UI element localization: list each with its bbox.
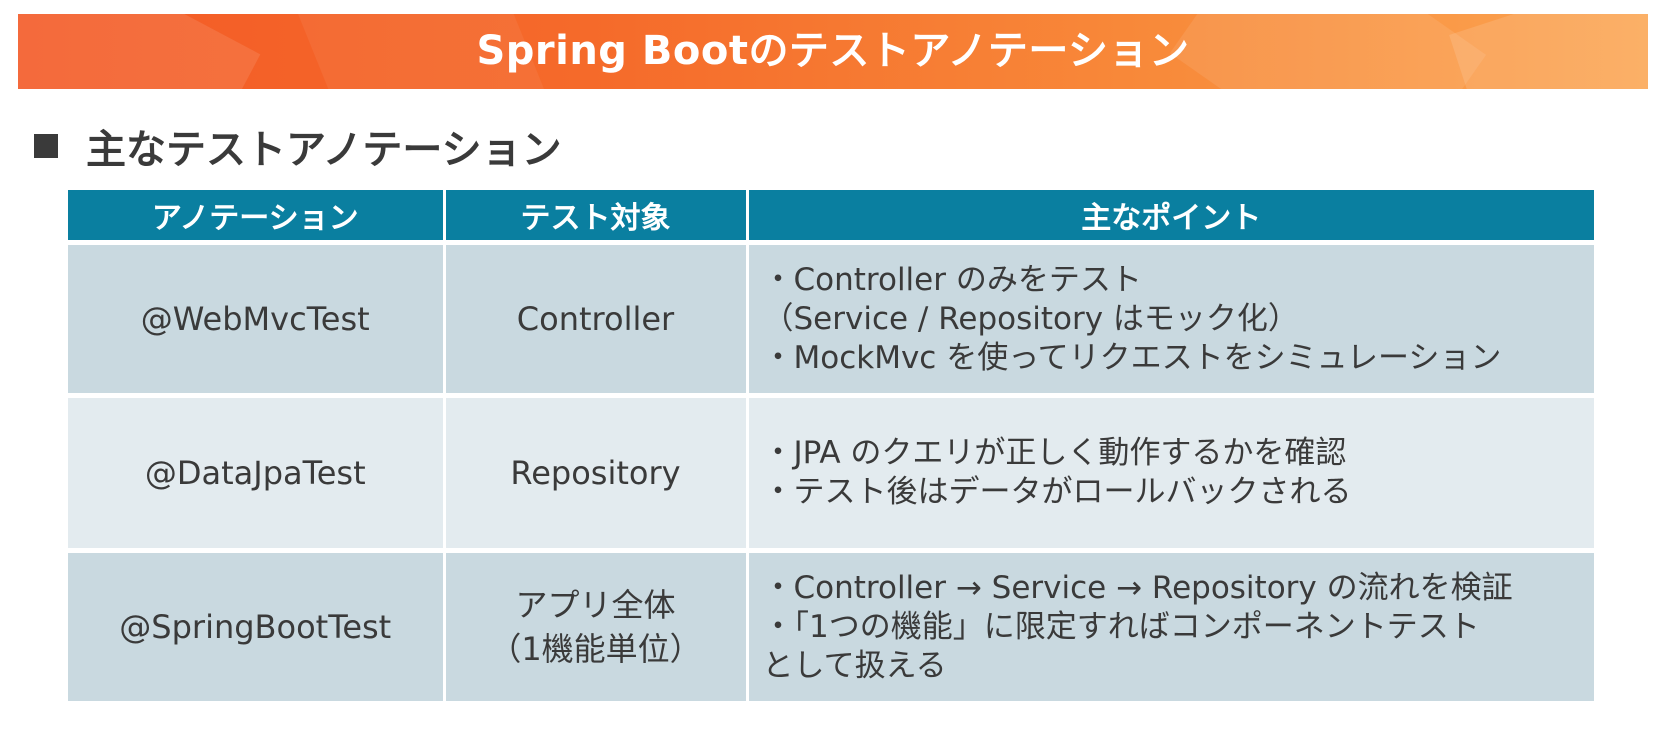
target-text: Repository — [510, 454, 681, 492]
header-points: 主なポイント — [747, 190, 1594, 243]
target-text: Controller — [516, 300, 675, 338]
points-cell: ・Controller のみをテスト （Service / Repository… — [747, 240, 1594, 396]
points-cell: ・Controller → Service → Repository の流れを検… — [747, 548, 1594, 701]
point-line: ・MockMvc を使ってリクエストをシミュレーション — [762, 339, 1502, 376]
point-line: （Service / Repository はモック化） — [762, 300, 1299, 337]
point-line: ・Controller のみをテスト — [762, 261, 1142, 298]
square-bullet-icon — [34, 134, 58, 158]
points-cell: ・JPA のクエリが正しく動作するかを確認 ・テスト後はデータがロールバックされ… — [747, 393, 1594, 551]
point-line: ・テスト後はデータがロールバックされる — [762, 474, 1352, 510]
table-row: @DataJpaTest Repository ・JPA のクエリが正しく動作す… — [68, 393, 1594, 551]
header-target: テスト対象 — [444, 190, 749, 243]
target-text: （1機能単位） — [489, 630, 702, 668]
section-title: 主なテストアノテーション — [86, 127, 562, 173]
point-line: ・JPA のクエリが正しく動作するかを確認 — [762, 435, 1347, 471]
table-row: @SpringBootTest アプリ全体 （1機能単位） ・Controlle… — [68, 548, 1594, 701]
section-heading: 主なテストアノテーション — [34, 118, 562, 174]
target-text: アプリ全体 — [515, 586, 676, 624]
title-banner: Spring Bootのテストアノテーション — [18, 14, 1648, 89]
annotation-cell: @SpringBootTest — [68, 548, 446, 701]
header-annotation: アノテーション — [68, 190, 446, 243]
annotation-table: アノテーション テスト対象 主なポイント @WebMvcTest Control… — [68, 190, 1594, 701]
annotation-cell: @WebMvcTest — [68, 240, 446, 396]
point-line: ・「1つの機能」に限定すればコンポーネントテスト — [762, 608, 1480, 645]
target-cell: アプリ全体 （1機能単位） — [444, 548, 749, 701]
target-cell: Controller — [444, 240, 749, 396]
point-line: として扱える — [762, 647, 947, 684]
annotation-cell: @DataJpaTest — [68, 393, 446, 551]
target-cell: Repository — [444, 393, 749, 551]
point-line: ・Controller → Service → Repository の流れを検… — [762, 569, 1513, 606]
slide-title: Spring Bootのテストアノテーション — [476, 28, 1190, 74]
table-header-row: アノテーション テスト対象 主なポイント — [68, 190, 1594, 243]
table-row: @WebMvcTest Controller ・Controller のみをテス… — [68, 240, 1594, 396]
